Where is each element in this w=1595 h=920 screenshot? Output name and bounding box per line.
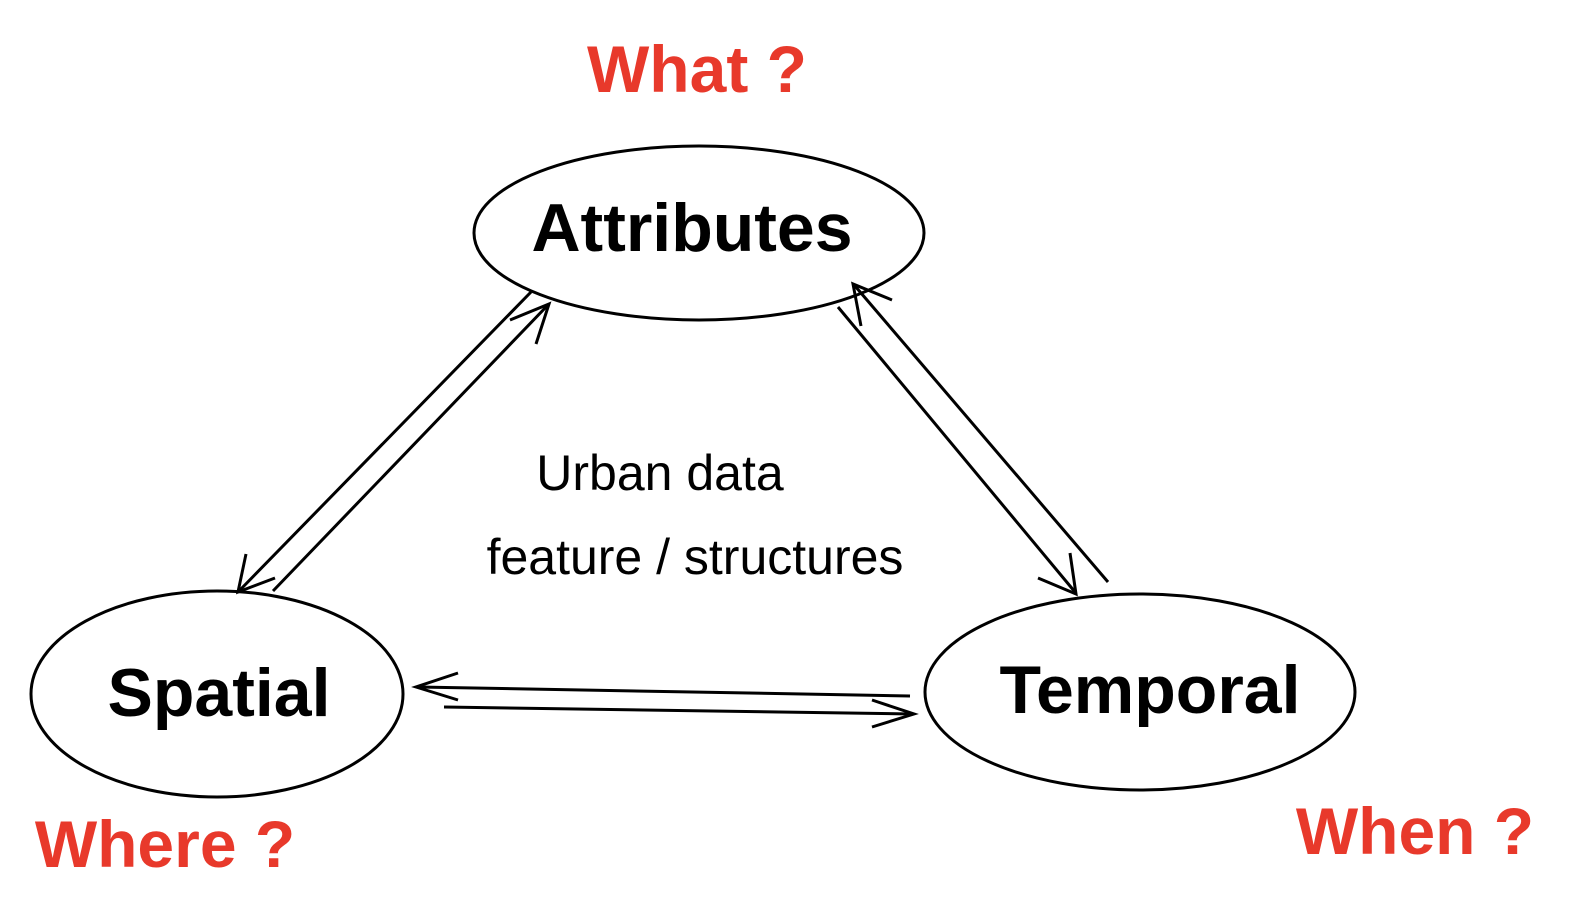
edge-attributes-spatial — [235, 290, 552, 595]
spatial-node: Spatial — [29, 589, 405, 799]
when-question: When ? — [1296, 794, 1534, 868]
temporal-label: Temporal — [999, 652, 1300, 728]
center-text-line2: feature / structures — [487, 529, 904, 585]
temporal-ellipse — [923, 592, 1357, 792]
arrowhead-at-spatial-right — [411, 671, 459, 702]
edge-spatial-temporal — [411, 671, 919, 729]
attributes-node: Attributes — [472, 144, 926, 322]
arrow-attributes-to-spatial — [238, 290, 533, 592]
arrowhead-at-temporal-left — [871, 698, 919, 729]
arrowhead-at-attributes-right — [851, 281, 893, 327]
spatial-label: Spatial — [108, 655, 331, 731]
arrow-temporal-to-spatial — [417, 685, 911, 698]
arrow-spatial-to-attributes — [271, 304, 549, 593]
attributes-ellipse — [472, 144, 926, 322]
attributes-label: Attributes — [531, 190, 852, 266]
what-question: What ? — [587, 32, 807, 106]
temporal-node: Temporal — [923, 592, 1357, 792]
arrow-spatial-to-temporal — [443, 705, 913, 716]
arrowhead-at-temporal — [1037, 552, 1078, 597]
arrow-attributes-to-temporal — [836, 306, 1077, 593]
arrowhead-at-attributes-left — [509, 301, 552, 345]
where-question: Where ? — [35, 807, 295, 881]
spatial-ellipse — [29, 589, 405, 799]
arrowhead-at-spatial — [235, 553, 276, 595]
arrow-temporal-to-attributes — [853, 285, 1110, 583]
edge-attributes-temporal — [836, 281, 1110, 597]
center-text-line1: Urban data — [536, 445, 784, 501]
